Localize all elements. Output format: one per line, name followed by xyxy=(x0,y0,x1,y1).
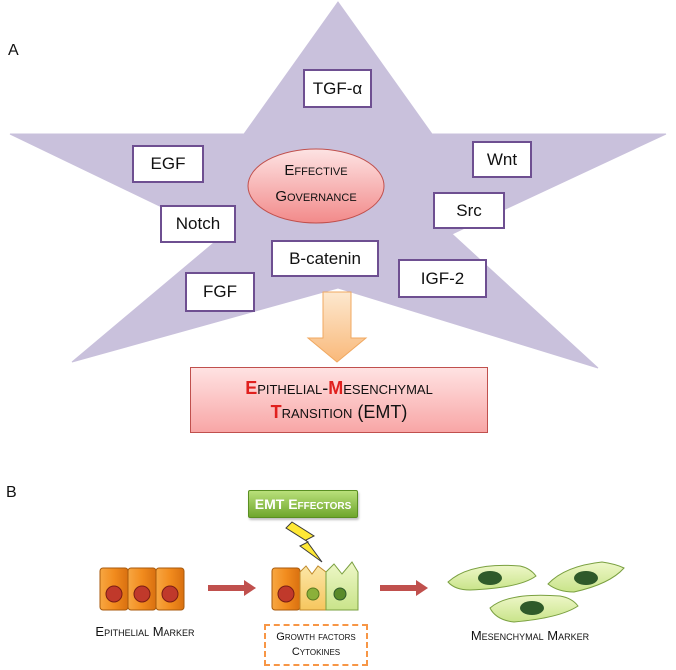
factor-igf-2: IGF-2 xyxy=(398,259,487,298)
transition-arrow-1-icon xyxy=(208,580,256,596)
emt-line2: Transition (EMT) xyxy=(191,400,487,424)
factor-fgf: FGF xyxy=(185,272,255,312)
emt-effectors-label: EMT Effectors xyxy=(248,490,358,518)
factor-egf: EGF xyxy=(132,145,204,183)
epithelial-marker-label: Epithelial Marker xyxy=(95,624,195,639)
emt-t-letter: T xyxy=(270,402,282,422)
effective-governance-line2: Governance xyxy=(275,188,357,205)
factor-b-catenin: B-catenin xyxy=(271,240,379,277)
emt-pithelial-text: pithelial- xyxy=(257,378,329,398)
emt-m-letter: M xyxy=(328,378,344,398)
growth-factors-label: Growth factors xyxy=(276,631,356,643)
panel-a-label: A xyxy=(8,42,19,59)
factor-src: Src xyxy=(433,192,505,229)
growth-factors-box: Growth factors Cytokines xyxy=(264,624,368,666)
transitioning-cells xyxy=(271,561,359,611)
effective-governance-line1: Effective xyxy=(284,162,348,179)
mesenchymal-cells xyxy=(447,561,625,623)
emt-esenchymal-text: esenchymal xyxy=(343,378,433,398)
panel-b-label: B xyxy=(6,484,17,501)
factor-wnt: Wnt xyxy=(472,141,532,178)
cytokines-label: Cytokines xyxy=(291,646,341,658)
effective-governance-ellipse xyxy=(247,148,385,224)
mesenchymal-marker-label: Mesenchymal Marker xyxy=(470,628,590,643)
factor-tgf-alpha: TGF-α xyxy=(303,69,372,108)
transition-arrow-2-icon xyxy=(380,580,428,596)
epithelial-cells xyxy=(99,567,185,611)
emt-e-letter: E xyxy=(245,378,258,398)
emt-line1: Epithelial-Mesenchymal xyxy=(191,376,487,400)
emt-ransition-text: ransition (EMT) xyxy=(281,402,408,422)
effective-governance-label: Effective Governance xyxy=(248,158,384,210)
lightning-bolt-icon xyxy=(285,521,323,563)
factor-notch: Notch xyxy=(160,205,236,243)
emt-box: Epithelial-Mesenchymal Transition (EMT) xyxy=(190,367,488,433)
down-arrow-icon xyxy=(306,291,368,363)
